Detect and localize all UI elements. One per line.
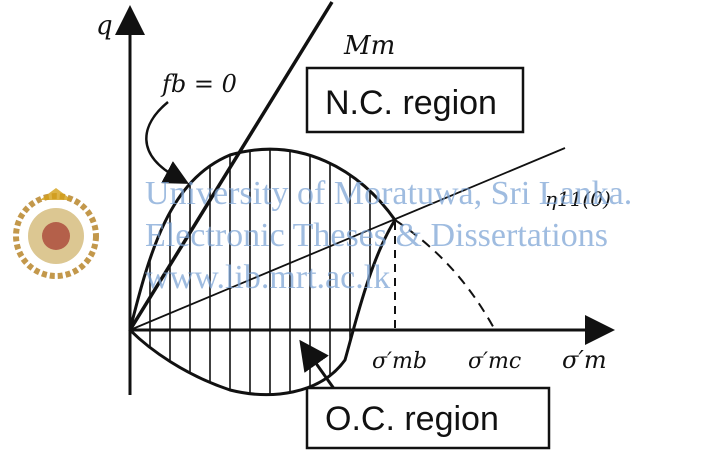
- sigma-mc-label: σ′mc: [468, 349, 521, 374]
- fb-arrow: [145, 101, 190, 184]
- fb-label: fb = 0: [160, 70, 237, 98]
- q-axis-label: q: [96, 11, 113, 41]
- watermark-line2: Electronic Theses & Dissertations: [145, 217, 608, 254]
- oc-region-label: O.C. region: [325, 400, 499, 438]
- watermark-line1: University of Moratuwa, Sri Lanka.: [145, 175, 632, 212]
- sigma-axis-label: σ′m: [562, 346, 607, 374]
- eta-label: η11(0): [545, 187, 611, 211]
- Mm-line: [128, 1, 334, 331]
- sigma-mb-label: σ′mb: [372, 349, 427, 374]
- oc-region-box: [305, 386, 551, 450]
- nc-region-label: N.C. region: [325, 84, 497, 122]
- university-logo: [13, 188, 99, 279]
- Mm-label: Mm: [343, 31, 395, 61]
- dashed-curve: [394, 219, 496, 331]
- watermark-line3: www.lib.mrt.ac.lk: [145, 259, 390, 296]
- eta-line: [129, 147, 566, 331]
- yield-loop: [128, 147, 397, 396]
- nc-region-box: [305, 66, 525, 134]
